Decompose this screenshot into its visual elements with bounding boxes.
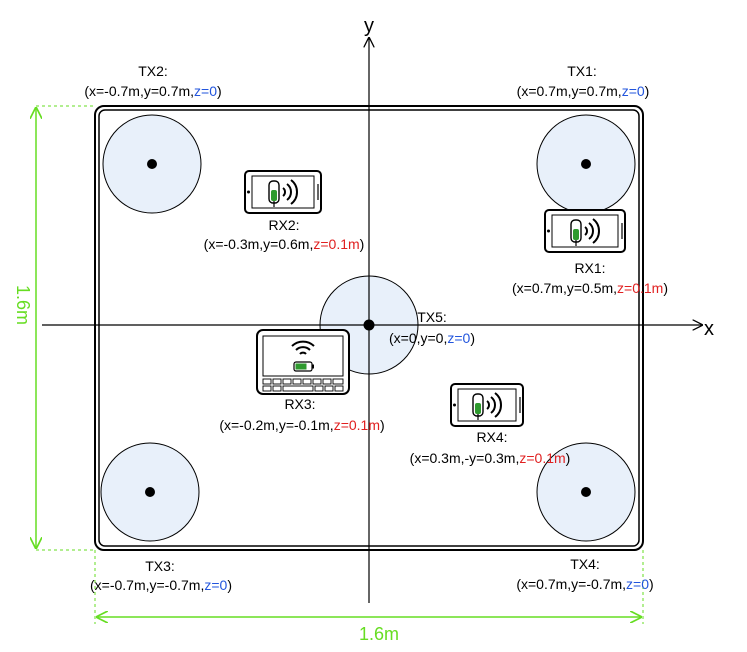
tx2-name: TX2: (138, 63, 168, 79)
tx5-name: TX5: (417, 309, 447, 325)
tx3-coil (100, 442, 200, 542)
height-dimension: 1.6m (13, 108, 36, 548)
tx2-center-dot (147, 159, 157, 169)
tx5-coordinates: (x=0,y=0,z=0) (389, 330, 475, 346)
rx1-name: RX1: (574, 260, 605, 276)
rx3-battery-icon (293, 361, 314, 372)
y-axis-label: y (364, 15, 374, 37)
rx4-wireless-charging-icon (472, 392, 502, 420)
tx3-label: TX3: (x=-0.7m,y=-0.7m,z=0) (90, 558, 232, 593)
tx1-coil (536, 114, 636, 214)
rx3-coordinates: (x=-0.2m,y=-0.1m,z=0.1m) (219, 417, 384, 433)
tx1-center-dot (581, 159, 591, 169)
tx3-name: TX3: (145, 558, 175, 574)
rx3-name: RX3: (284, 396, 315, 412)
tx1-coordinates: (x=0.7m,y=0.7m,z=0) (517, 83, 650, 99)
tx5-label: TX5: (x=0,y=0,z=0) (389, 309, 475, 346)
rx3-wifi-icon (291, 340, 315, 355)
x-axis-label: x (704, 318, 714, 340)
rx4-label: RX4: (x=0.3m,-y=0.3m,z=0.1m) (410, 429, 571, 466)
rx4-name: RX4: (476, 429, 507, 445)
rx3-keyboard (262, 378, 344, 392)
tx4-coordinates: (x=0.7m,y=-0.7m,z=0) (516, 576, 653, 592)
tx4-center-dot (581, 487, 591, 497)
width-dimension-label: 1.6m (359, 624, 399, 644)
height-dimension-label: 1.6m (13, 285, 33, 325)
tx4-label: TX4: (x=0.7m,y=-0.7m,z=0) (516, 556, 653, 592)
rx4-phone (450, 383, 524, 427)
tx3-center-dot (145, 487, 155, 497)
rx2-phone (244, 170, 322, 214)
rx2-name: RX2: (268, 217, 299, 233)
tx1-name: TX1: (567, 63, 597, 79)
rx1-wireless-charging-icon (570, 218, 600, 246)
tx3-coordinates: (x=-0.7m,y=-0.7m,z=0) (90, 577, 232, 593)
tx1-label: TX1: (x=0.7m,y=0.7m,z=0) (517, 63, 650, 99)
rx2-wireless-charging-icon (268, 179, 298, 207)
rx1-label: RX1: (x=0.7m,y=0.5m,z=0.1m) (512, 260, 668, 296)
tx4-name: TX4: (570, 556, 600, 572)
width-dimension: 1.6m (97, 617, 641, 644)
tx2-coil (102, 114, 202, 214)
rx2-coordinates: (x=-0.3m,y=0.6m,z=0.1m) (204, 236, 365, 252)
tx4-coil (536, 442, 636, 542)
rx3-laptop (256, 329, 350, 395)
tx2-label: TX2: (x=-0.7m,y=0.7m,z=0) (84, 63, 221, 99)
rx3-label: RX3: (x=-0.2m,y=-0.1m,z=0.1m) (219, 396, 384, 433)
rx1-coordinates: (x=0.7m,y=0.5m,z=0.1m) (512, 280, 668, 296)
rx2-label: RX2: (x=-0.3m,y=0.6m,z=0.1m) (204, 217, 365, 252)
rx1-phone (544, 209, 626, 253)
tx2-coordinates: (x=-0.7m,y=0.7m,z=0) (84, 83, 221, 99)
rx4-coordinates: (x=0.3m,-y=0.3m,z=0.1m) (410, 450, 571, 466)
tx5-center-dot (363, 319, 375, 331)
dimension-guides (36, 105, 644, 624)
